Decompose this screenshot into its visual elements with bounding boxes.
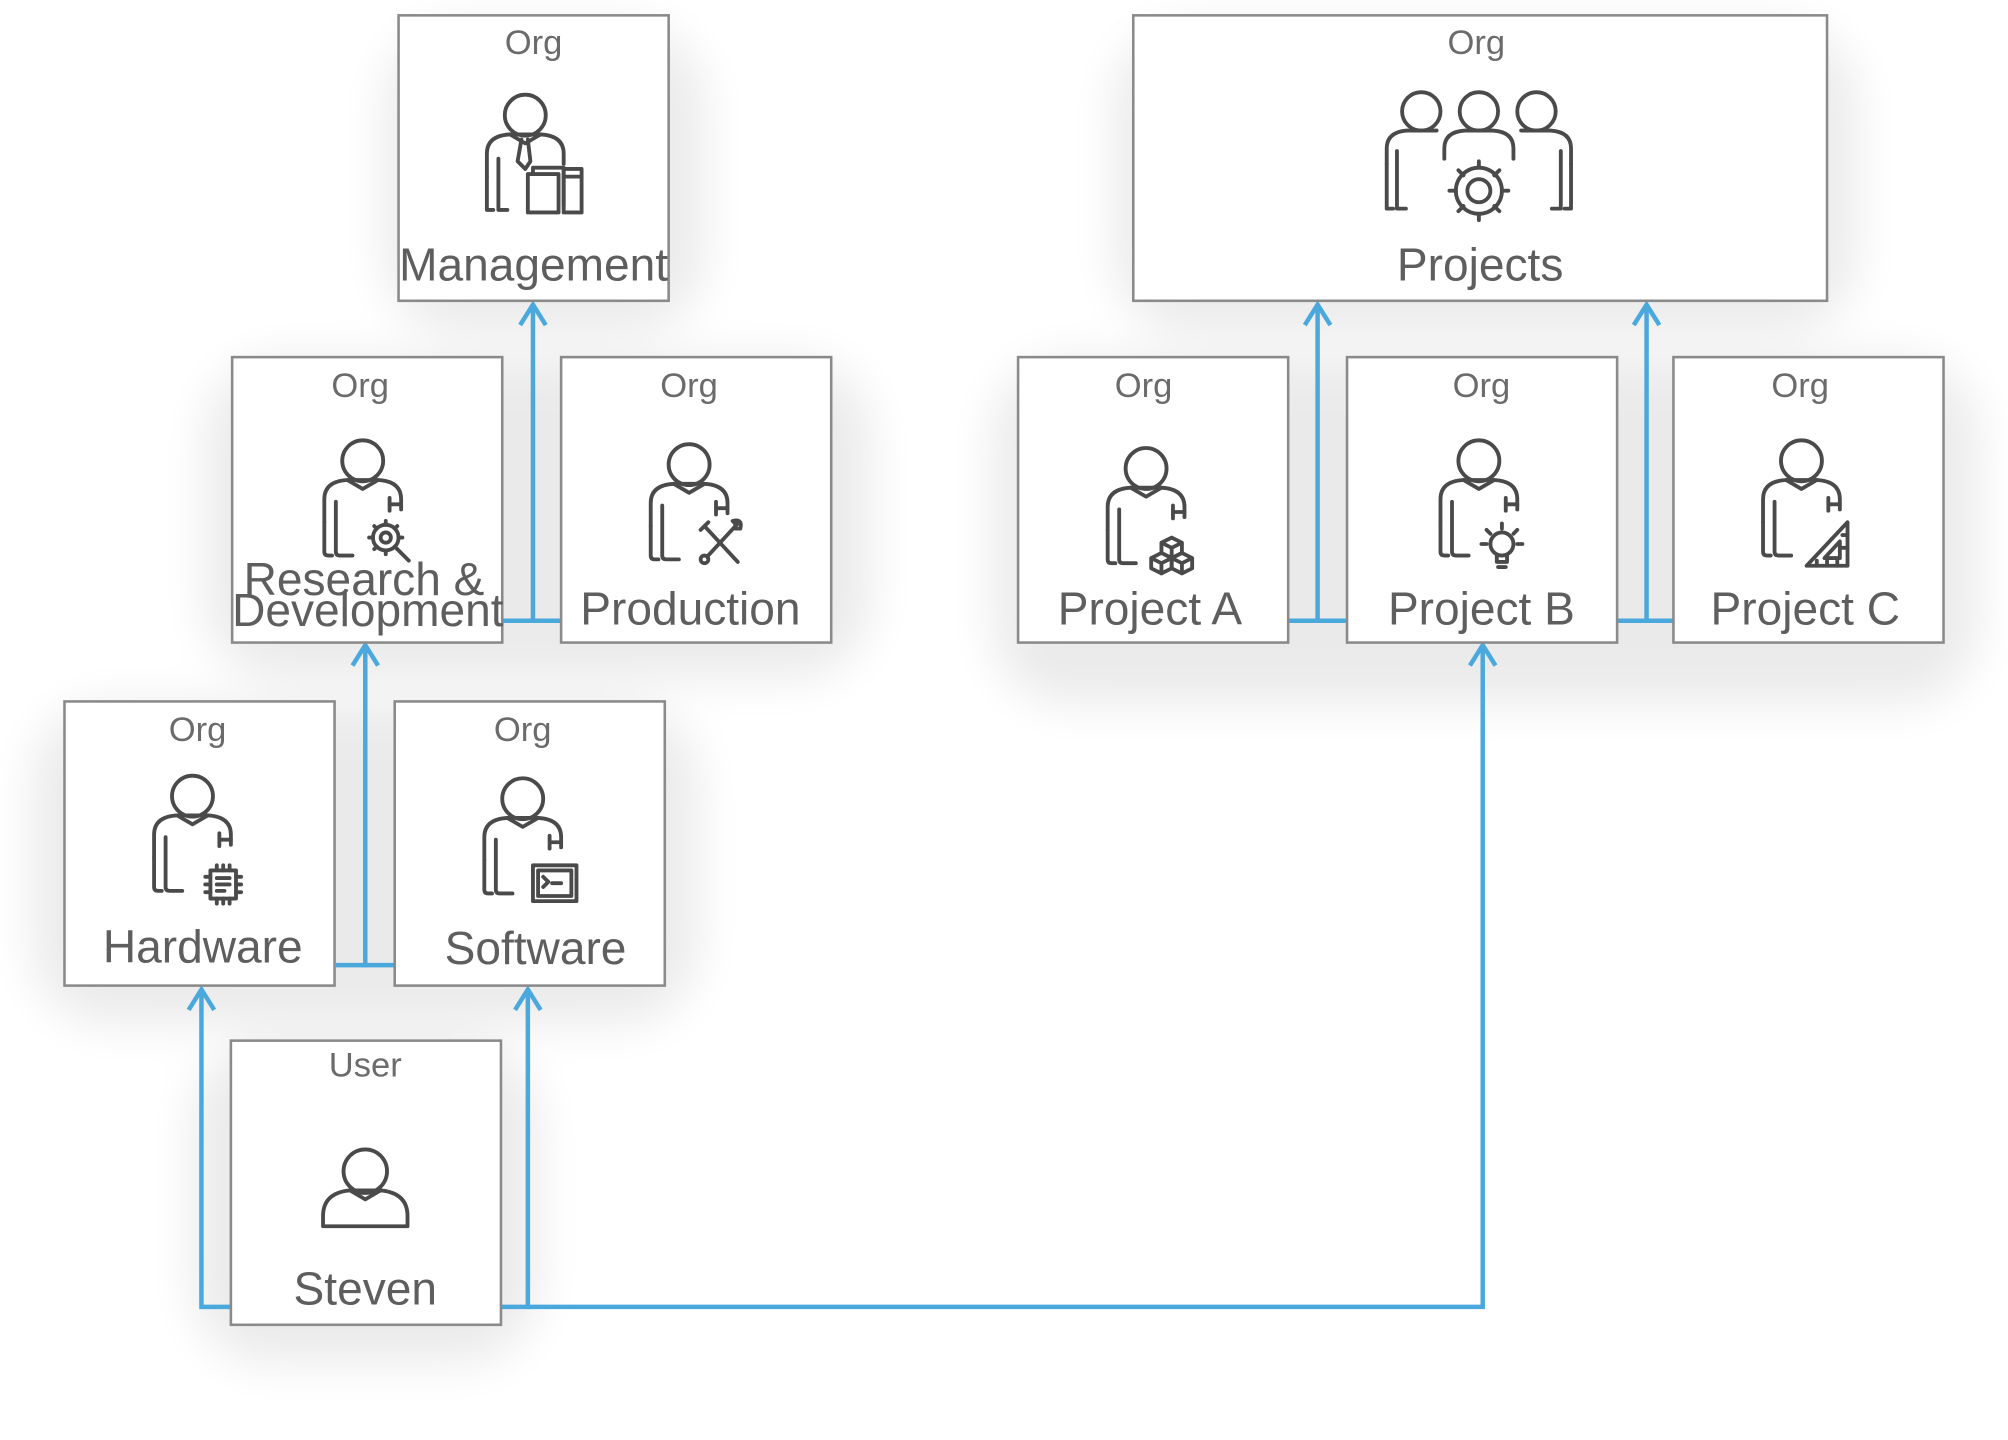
team-with-gear-icon <box>1384 90 1573 223</box>
person-with-chip-icon <box>152 773 244 906</box>
node-management[interactable]: Org Management <box>397 14 670 303</box>
node-label: Management <box>399 238 668 290</box>
person-with-lightbulb-icon <box>1438 438 1525 569</box>
node-project-a[interactable]: Org Project A <box>1016 355 1290 644</box>
node-projects[interactable]: Org Projects <box>1132 14 1829 303</box>
arrowhead-management <box>518 300 548 327</box>
person-with-ruler-triangle-icon <box>1761 438 1850 568</box>
node-type-label: Org <box>331 367 389 405</box>
node-type-label: Org <box>1448 24 1506 62</box>
node-label: Software <box>445 922 627 974</box>
arrowhead-projects-right <box>1631 300 1662 327</box>
node-label-line1: Research & <box>244 553 485 605</box>
person-with-terminal-icon <box>482 776 579 904</box>
node-label-line2: Development <box>232 584 504 636</box>
node-type-label: Org <box>169 711 227 749</box>
node-software[interactable]: Org Software <box>393 700 667 987</box>
person-icon <box>321 1147 410 1229</box>
node-type-label: Org <box>1771 367 1829 405</box>
edge-steven-hardware <box>199 989 231 1310</box>
arrowhead-project-b <box>1468 640 1498 667</box>
node-hardware[interactable]: Org Hardware <box>63 700 336 987</box>
arrowhead-hardware <box>186 985 217 1012</box>
arrowhead-research <box>350 640 380 667</box>
node-type-label: Org <box>660 367 718 405</box>
node-type-label: Org <box>505 24 563 62</box>
person-with-tools-icon <box>648 442 743 566</box>
node-label: Project C <box>1711 583 1901 635</box>
arrowhead-software <box>513 985 543 1012</box>
edges-layer <box>186 300 1674 1310</box>
node-label: Project B <box>1388 583 1575 635</box>
edge-steven-project-b <box>527 645 1485 1310</box>
node-type-label: Org <box>1115 367 1173 405</box>
node-project-b[interactable]: Org Project B <box>1345 355 1619 644</box>
person-with-cubes-icon <box>1105 446 1195 576</box>
node-label: Projects <box>1397 238 1563 290</box>
node-label: Steven <box>294 1262 437 1314</box>
node-production[interactable]: Org Production <box>559 355 833 644</box>
node-label: Production <box>580 583 800 635</box>
node-type-label: Org <box>494 711 552 749</box>
node-label: Project A <box>1058 583 1243 635</box>
manager-with-documents-icon <box>484 92 584 215</box>
person-with-gear-magnifier-icon <box>322 438 411 563</box>
node-user-steven[interactable]: User Steven <box>229 1039 503 1327</box>
node-project-c[interactable]: Org Project C <box>1672 355 1945 644</box>
node-type-label: User <box>329 1046 402 1084</box>
arrowhead-projects-left <box>1302 300 1333 327</box>
node-label: Hardware <box>103 921 303 973</box>
node-research-development[interactable]: Org Research & Development <box>230 355 504 644</box>
node-type-label: Org <box>1453 367 1511 405</box>
